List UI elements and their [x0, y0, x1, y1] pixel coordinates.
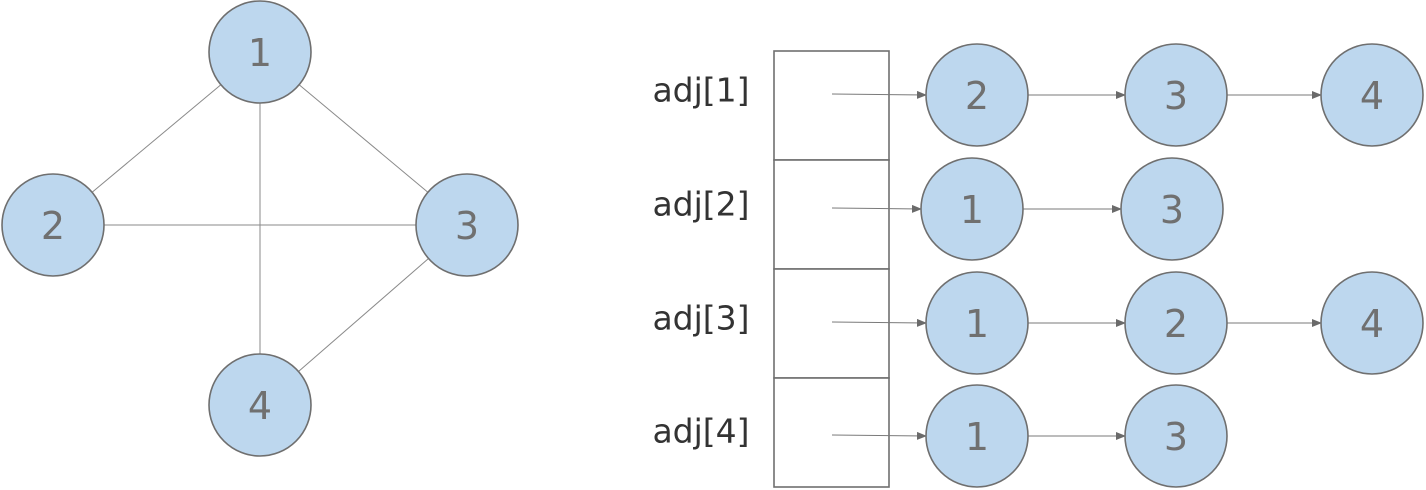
adj-row-label: adj[3]	[652, 299, 749, 338]
adj-row-2: adj[2] 1 3	[652, 157, 1224, 270]
adjacency-list: adj[1] 2 3 4 adj[2] 1 3 adj[3] 1 2 4 adj[4] 1 3	[652, 43, 1424, 488]
adj-head-cell	[773, 50, 890, 161]
graph-node-circle	[208, 0, 312, 104]
graph-node-3: 3	[415, 173, 519, 277]
adj-row-label: adj[2]	[652, 185, 749, 224]
adj-list-node-circle	[1320, 271, 1424, 375]
adj-list-node-label: 4	[1360, 302, 1384, 346]
adj-list-node: 1	[925, 384, 1029, 488]
adj-pointer-arrow	[831, 318, 927, 327]
adj-list-node: 4	[1320, 43, 1424, 147]
adj-list-node-circle	[1120, 157, 1224, 261]
adj-list-node: 4	[1320, 271, 1424, 375]
graph-node-circle	[1, 173, 105, 277]
adj-list-node-label: 1	[960, 188, 984, 232]
graph-node-label: 1	[248, 31, 272, 75]
adj-list-node-label: 1	[965, 302, 989, 346]
adj-row-4: adj[4] 1 3	[652, 377, 1228, 488]
adj-row-3: adj[3] 1 2 4	[652, 268, 1424, 379]
graph-node-label: 3	[455, 204, 479, 248]
adj-list-node-circle	[1320, 43, 1424, 147]
adj-list-node: 2	[1124, 271, 1228, 375]
graph-node-circle	[208, 353, 312, 457]
adj-list-node: 3	[1124, 384, 1228, 488]
adj-list-node: 3	[1120, 157, 1224, 261]
graph-node-2: 2	[1, 173, 105, 277]
adj-list-node: 3	[1124, 43, 1228, 147]
graph-node-4: 4	[208, 353, 312, 457]
graph-node-circle	[415, 173, 519, 277]
adj-head-cell	[773, 268, 890, 379]
adj-list-node-label: 1	[965, 415, 989, 459]
graph-node-label: 4	[248, 384, 272, 428]
adj-list-node: 1	[925, 271, 1029, 375]
adj-pointer-arrow	[831, 204, 922, 213]
adj-list-node-label: 2	[1164, 302, 1188, 346]
adj-row-1: adj[1] 2 3 4	[652, 43, 1424, 161]
graph-node-1: 1	[208, 0, 312, 104]
adj-pointer-arrow	[831, 431, 927, 440]
adj-row-label: adj[4]	[652, 412, 749, 451]
graph-edge-1-3	[298, 84, 429, 193]
adj-list-node-label: 4	[1360, 74, 1384, 118]
graph-edge-1-2	[91, 84, 222, 193]
adj-list-node-circle	[925, 271, 1029, 375]
adj-pointer-arrow	[831, 90, 927, 99]
graph-edges	[91, 84, 429, 372]
adj-list-node-circle	[1124, 271, 1228, 375]
adj-list-node: 2	[925, 43, 1029, 147]
adj-list-node-circle	[1124, 384, 1228, 488]
adj-list-node: 1	[920, 157, 1024, 261]
adj-head-cell	[773, 159, 890, 270]
graph-edge-3-4	[298, 258, 429, 372]
adj-list-node-label: 3	[1164, 74, 1188, 118]
adj-row-label: adj[1]	[652, 71, 749, 110]
adj-list-node-circle	[920, 157, 1024, 261]
graph-node-label: 2	[41, 204, 65, 248]
adj-list-node-circle	[1124, 43, 1228, 147]
adj-list-node-label: 2	[965, 74, 989, 118]
adj-list-node-circle	[925, 43, 1029, 147]
graph-nodes: 1 2 3 4	[1, 0, 519, 457]
adj-list-node-circle	[925, 384, 1029, 488]
adj-list-node-label: 3	[1164, 415, 1188, 459]
adj-list-node-label: 3	[1160, 188, 1184, 232]
adj-head-cell	[773, 377, 890, 488]
